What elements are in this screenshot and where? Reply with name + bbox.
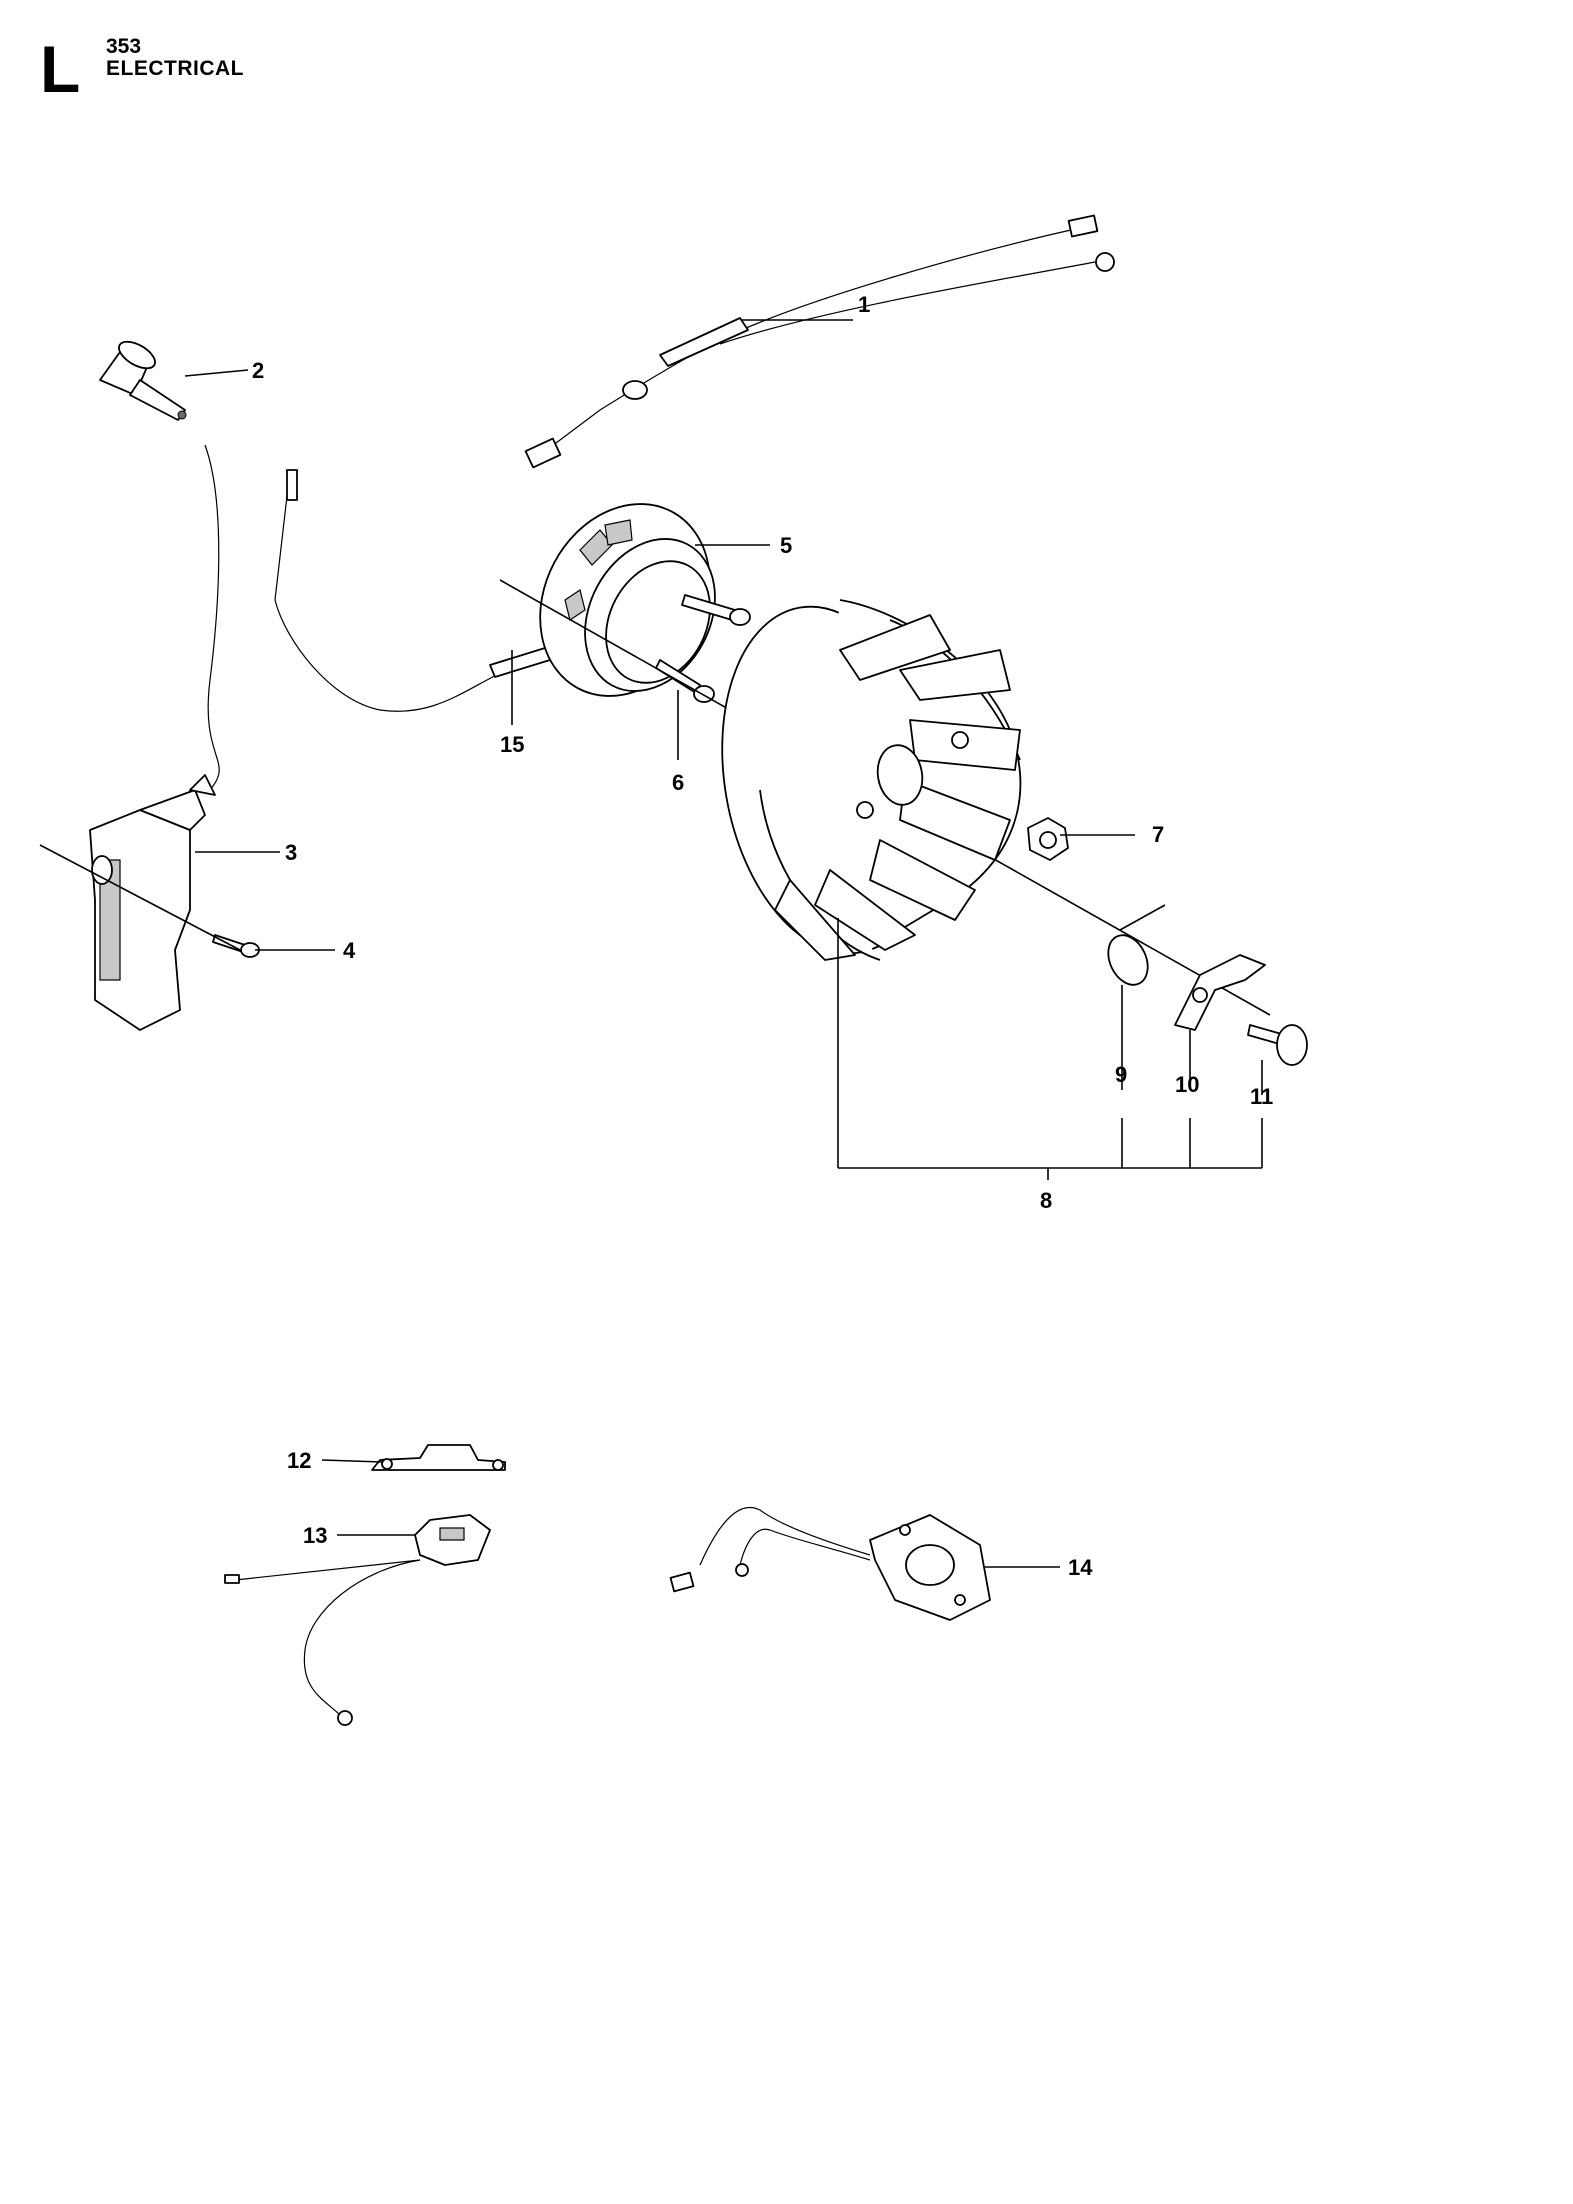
part-14-insulator-gasket[interactable] [669, 1506, 991, 1621]
section-title: ELECTRICAL [106, 57, 244, 80]
section-letter: L [40, 32, 81, 106]
callout-11: 11 [1250, 1084, 1273, 1109]
callout-14: 14 [1068, 1555, 1093, 1580]
part-10-pawl[interactable] [1174, 954, 1266, 1031]
part-5-stator[interactable] [507, 474, 742, 726]
callout-5: 5 [780, 533, 792, 558]
ignition-lead [204, 444, 220, 791]
part-13-switch-assembly[interactable] [224, 1514, 491, 1726]
part-12-bracket[interactable] [371, 1444, 506, 1471]
part-11-pivot-bolt[interactable] [1247, 1024, 1308, 1066]
callout-10: 10 [1175, 1072, 1199, 1097]
part-2-spark-plug-cap[interactable] [99, 336, 187, 421]
callout-9: 9 [1115, 1062, 1127, 1087]
part-6-screws[interactable] [655, 594, 751, 703]
callout-13: 13 [303, 1523, 327, 1548]
callout-4: 4 [343, 938, 356, 963]
callout-8: 8 [1040, 1188, 1052, 1213]
part-15-stator-wire[interactable] [274, 469, 551, 712]
callout-7: 7 [1152, 822, 1164, 847]
callout-15: 15 [500, 732, 524, 757]
callout-2: 2 [252, 358, 264, 383]
leader-lines [184, 319, 1263, 1568]
callout-6: 6 [672, 770, 684, 795]
ignition-axis-line [39, 844, 241, 951]
part-1-wire-harness[interactable] [524, 214, 1115, 469]
callout-1: 1 [858, 292, 870, 317]
part-3-ignition-module[interactable] [89, 774, 216, 1031]
part-9-spring[interactable] [1101, 904, 1166, 991]
part-7-nut[interactable] [1027, 817, 1069, 861]
callout-3: 3 [285, 840, 297, 865]
model-number: 353 [106, 35, 142, 58]
flywheel[interactable] [696, 589, 1022, 970]
callout-labels: 1 2 3 4 5 6 7 8 9 10 11 12 13 14 15 [252, 292, 1273, 1580]
part-4-screw[interactable] [212, 934, 260, 958]
callout-12: 12 [287, 1448, 311, 1473]
